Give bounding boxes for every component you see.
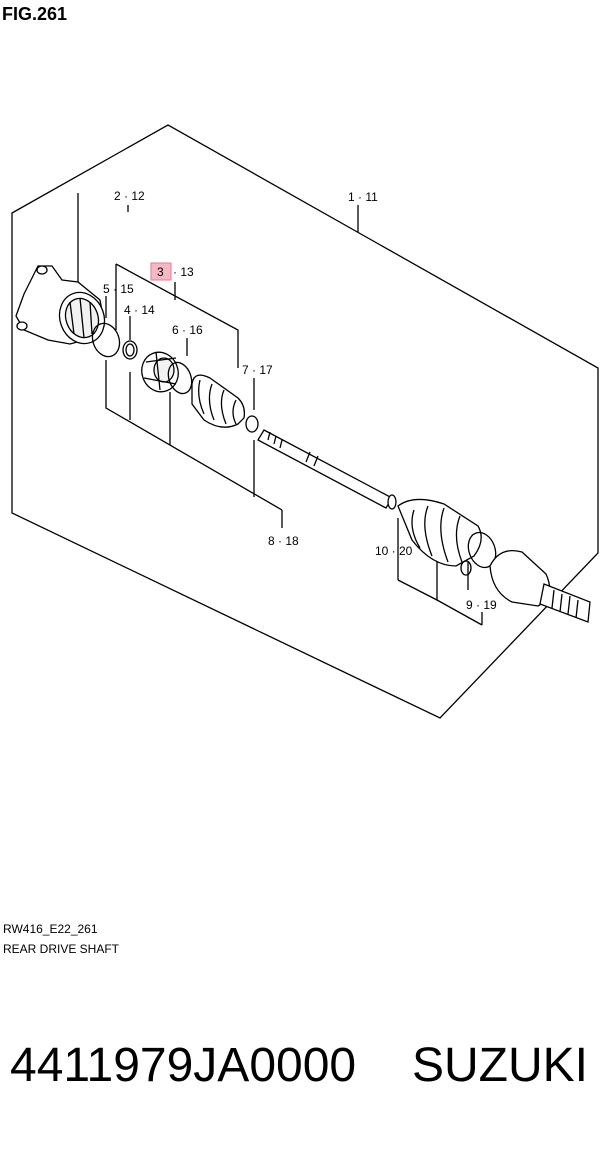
outer-boot <box>397 498 482 567</box>
callout-2: 2 · 12 <box>114 189 145 203</box>
figure-title: FIG.261 <box>2 4 68 24</box>
boot-band-inner <box>167 361 193 395</box>
callout-7: 7 · 17 <box>242 363 273 377</box>
inner-joint-housing <box>15 265 106 345</box>
callout-10: 10 · 20 <box>375 544 413 558</box>
callout-8: 8 · 18 <box>268 534 299 548</box>
callout-6: 6 · 16 <box>172 323 203 337</box>
callout-3-number: 3 <box>157 265 164 279</box>
circlip <box>122 340 138 360</box>
joint-cage <box>141 351 179 393</box>
diagram-code: RW416_E22_261 <box>3 922 98 936</box>
axle-shaft <box>257 429 397 510</box>
boot-band-clip <box>460 560 472 576</box>
drive-shaft-exploded-diagram: 1 · 11 2 · 12 3 · 13 5 · 15 4 · 14 6 · 1… <box>11 124 599 719</box>
diagram-caption: REAR DRIVE SHAFT <box>3 942 120 956</box>
brand-name: SUZUKI <box>412 1039 589 1092</box>
snap-ring <box>91 322 121 358</box>
bracket-8 <box>105 360 283 528</box>
callout-5: 5 · 15 <box>103 282 134 296</box>
callout-3-rest: · 13 <box>173 265 194 279</box>
callout-4: 4 · 14 <box>124 303 155 317</box>
assembly-frame <box>11 124 599 719</box>
outer-joint <box>489 549 591 623</box>
bracket-9 <box>436 562 483 626</box>
part-number: 4411979JA0000 <box>10 1039 357 1092</box>
callout-3-highlight <box>150 262 172 281</box>
callout-9: 9 · 19 <box>466 598 497 612</box>
boot-band-small <box>245 415 259 433</box>
inner-boot <box>191 374 246 428</box>
callout-1: 1 · 11 <box>348 190 378 204</box>
boot-band-outer <box>467 531 497 569</box>
bracket-3 <box>115 263 239 368</box>
